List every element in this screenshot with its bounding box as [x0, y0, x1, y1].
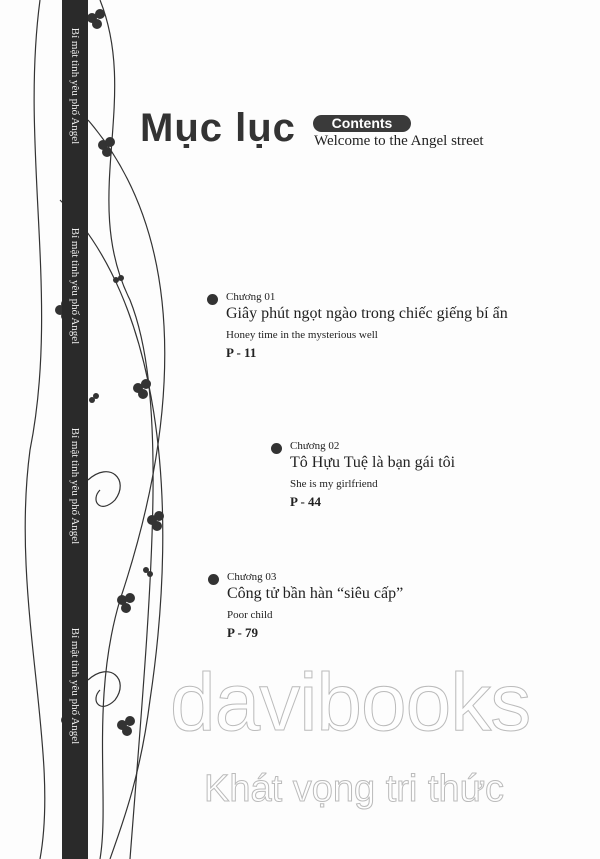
decorative-strip — [62, 0, 88, 859]
chapter-page: P - 11 — [226, 345, 257, 360]
chapter-page: P - 79 — [227, 625, 259, 640]
chapter-number: Chương 03 — [227, 571, 277, 583]
watermark-brand: davibooks — [169, 657, 531, 748]
chapter-title: Công tử bần hàn “siêu cấp” — [227, 585, 404, 602]
strip-text: Bí mật tình yêu phố Angel — [69, 227, 81, 345]
chapter-english-title: She is my girlfriend — [290, 478, 378, 490]
chapter-title: Tô Hựu Tuệ là bạn gái tôi — [290, 454, 456, 471]
strip-text: Bí mật tình yêu phố Angel — [69, 627, 81, 745]
page-title: Mục lục — [140, 106, 296, 150]
watermark-slogan: Khát vọng tri thức — [203, 768, 505, 810]
chapter-number: Chương 01 — [226, 291, 276, 303]
contents-badge: Contents — [313, 115, 411, 132]
bullet-icon — [208, 574, 219, 585]
strip-text: Bí mật tình yêu phố Angel — [69, 27, 81, 145]
bullet-icon — [207, 294, 218, 305]
chapter-english-title: Honey time in the mysterious well — [226, 329, 378, 341]
strip-text: Bí mật tình yêu phố Angel — [69, 427, 81, 545]
page-subtitle: Welcome to the Angel street — [314, 133, 484, 149]
chapter-number: Chương 02 — [290, 440, 340, 452]
chapter-english-title: Poor child — [227, 609, 273, 621]
bullet-icon — [271, 443, 282, 454]
chapter-title: Giây phút ngọt ngào trong chiếc giếng bí… — [226, 305, 508, 322]
chapter-page: P - 44 — [290, 494, 322, 509]
strip-text-group: Bí mật tình yêu phố Angel Bí mật tình yê… — [62, 0, 88, 859]
